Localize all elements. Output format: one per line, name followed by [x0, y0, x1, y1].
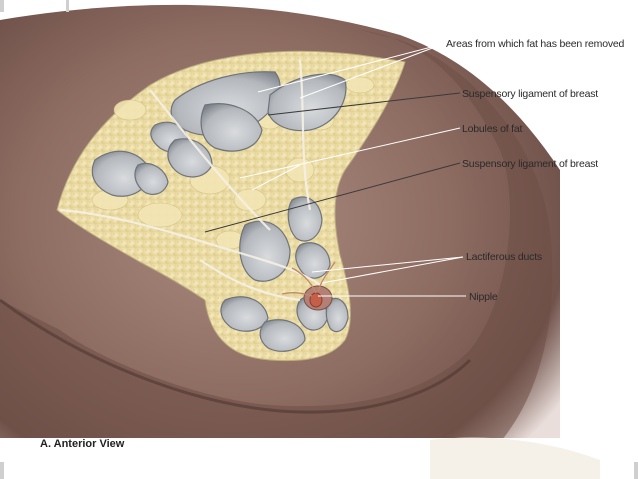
dissected-breast	[56, 50, 406, 362]
label-suspensory-upper: Suspensory ligament of breast	[462, 88, 598, 100]
areola	[303, 285, 333, 311]
label-lobules-of-fat: Lobules of fat	[462, 123, 523, 135]
lactiferous-ducts	[281, 261, 336, 297]
label-nipple: Nipple	[469, 291, 498, 303]
label-lactiferous-ducts: Lactiferous ducts	[466, 251, 542, 263]
nipple-shape	[309, 292, 323, 308]
fat-removed-cavities	[91, 71, 349, 352]
label-fat-removed: Areas from which fat has been removed	[446, 38, 625, 50]
label-suspensory-lower: Suspensory ligament of breast	[462, 158, 598, 170]
view-caption: A. Anterior View	[40, 438, 125, 450]
leader-lines	[204, 43, 466, 297]
suspensory-ligaments	[59, 59, 321, 302]
